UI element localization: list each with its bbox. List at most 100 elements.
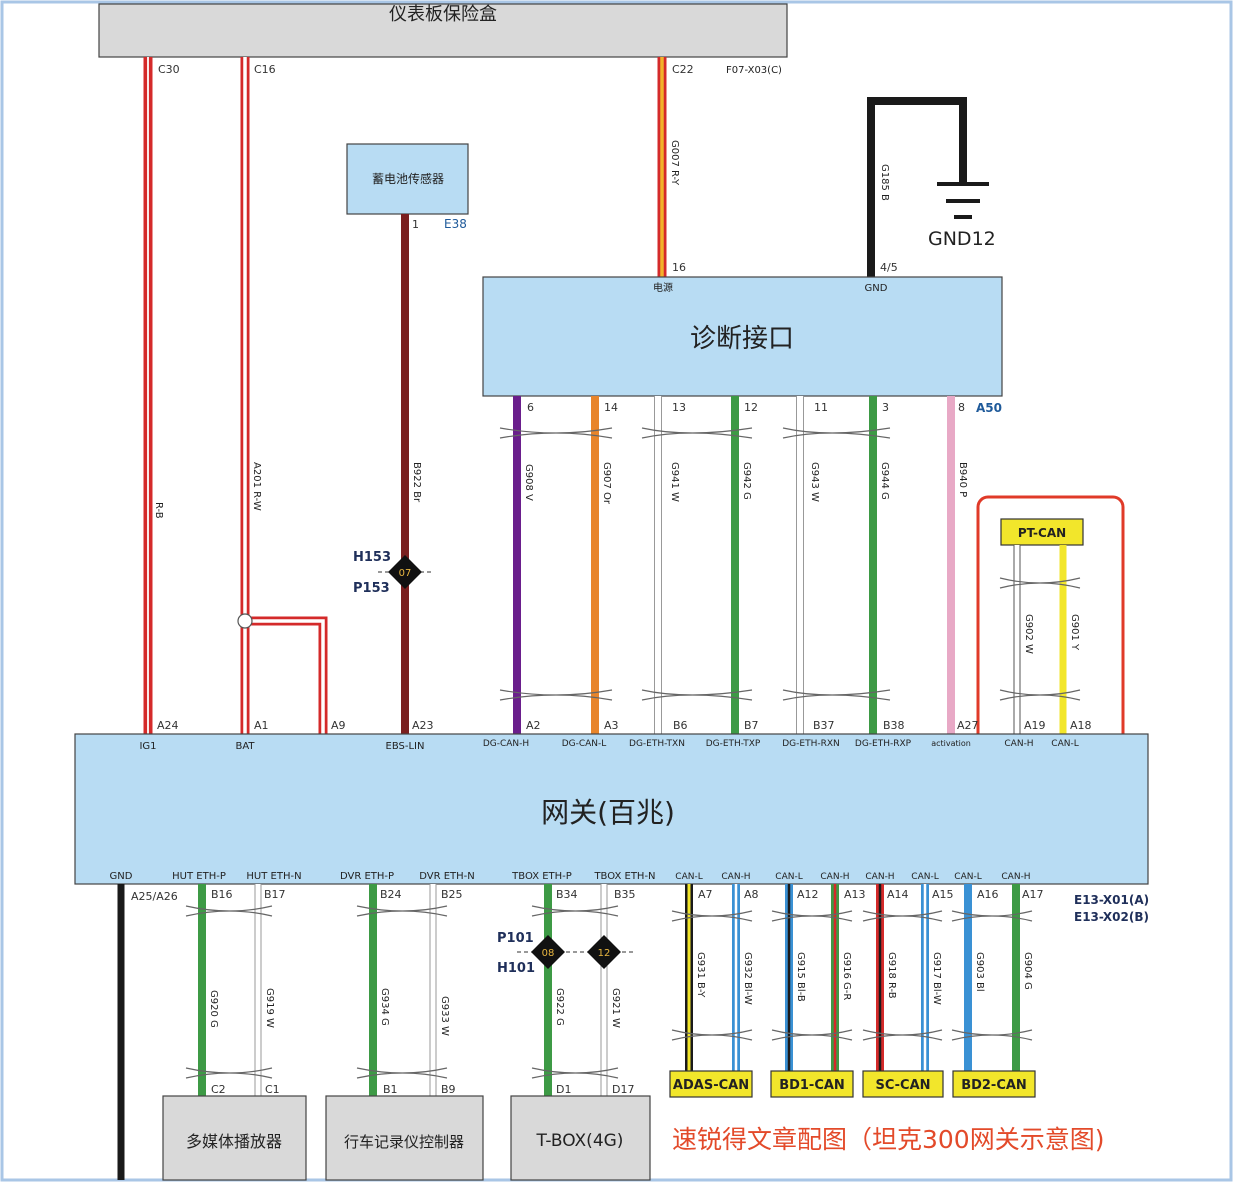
gw-label-ig1: IG1 [139,741,156,752]
wire-label-g943: G943 W [809,462,820,502]
module-dvr-box [325,1095,484,1181]
wire-label-g934: G934 G [379,988,390,1026]
module-pin-d1: D1 [556,1083,571,1096]
gw-bottom-pin-b25: B25 [441,888,463,901]
battery-sensor-box [346,143,469,215]
twist-markers-bottom [185,905,1033,1079]
splice-p153: P153 [353,581,390,596]
can-tag-bd2-label: BD2-CAN [961,1078,1027,1093]
gw-connector-b: E13-X02(B) [1074,910,1149,924]
gw-bottom-label-can-l-1: CAN-L [675,872,702,882]
splice-num-08: 08 [542,948,555,959]
wire-label-g908: G908 V [523,464,534,501]
gateway-title: 网关(百兆) [541,796,675,829]
wire-label-g942: G942 G [741,462,752,500]
splice-num-top: 07 [399,568,412,579]
wire-label-g916: G916 G-R [841,952,852,1000]
gw-pin-a23: A23 [412,719,434,732]
wire-label-g904: G904 G [1022,952,1033,990]
wire-gnd [867,97,989,278]
gw-pin-b7: B7 [744,719,759,732]
module-tbox-title: T-BOX(4G) [536,1131,624,1151]
gw-bottom-pin-b24: B24 [380,888,402,901]
gw-bottom-pin-a25: A25/A26 [131,890,178,903]
module-pin-c2: C2 [211,1083,226,1096]
wire-label-g921: G921 W [610,988,621,1028]
gw-bottom-label-tbox-eth-n: TBOX ETH-N [593,871,655,882]
wire-label-g902: G902 W [1023,614,1034,654]
splice-diamond-12 [587,935,621,969]
module-pin-d17: D17 [612,1083,634,1096]
gw-pin-b37: B37 [813,719,835,732]
diag-pin-8: 8 [958,401,965,414]
gw-bottom-label-hut-eth-p: HUT ETH-P [172,871,226,882]
gw-label-dg-eth-rxn: DG-ETH-RXN [782,739,840,749]
wire-label-c16: A201 R-W [251,462,262,511]
gw-label-dg-can-h: DG-CAN-H [483,739,529,749]
wire-label-c30: R-B [153,502,164,519]
gw-bottom-label-can-l-4: CAN-L [954,872,981,882]
wire-label-g922: G922 G [554,988,565,1026]
gw-bottom-label-dvr-eth-p: DVR ETH-P [340,871,394,882]
gw-bottom-label-dvr-eth-n: DVR ETH-N [419,871,475,882]
wire-label-c22: G007 R-Y [669,140,680,186]
splice-num-12: 12 [598,948,611,959]
pt-can-title: PT-CAN [1018,526,1066,540]
gw-bottom-label-tbox-eth-p: TBOX ETH-P [511,871,572,882]
module-pin-c1: C1 [265,1083,280,1096]
gw-bottom-pin-b17: B17 [264,888,286,901]
gnd12-label: GND12 [928,228,996,250]
wire-label-g919: G919 W [264,988,275,1028]
gw-label-can-l: CAN-L [1051,739,1078,749]
can-tag-bd1 [770,1070,854,1098]
module-hut-box [162,1095,307,1181]
gw-bottom-pin-b34: B34 [556,888,578,901]
wire-label-g941: G941 W [669,462,680,502]
diag-top-pin-45: 4/5 [880,261,898,274]
fuse-box [98,3,788,58]
gw-bottom-label-gnd: GND [110,871,133,882]
gw-bottom-pin-a17: A17 [1022,888,1044,901]
wire-label-g907: G907 Or [601,462,612,505]
bottom-wires [117,884,1020,1180]
gw-bottom-pin-a16: A16 [977,888,999,901]
module-pin-b1: B1 [383,1083,398,1096]
fuse-box-connector: F07-X03(C) [726,65,782,76]
can-tag-bd2 [952,1070,1036,1098]
pin-c16: C16 [254,63,276,76]
wire-label-g918: G918 R-B [886,952,897,999]
diag-pin-12: 12 [744,401,758,414]
splice-h101: H101 [497,961,535,976]
battery-sensor-connector: E38 [444,217,467,231]
wire-label-b940: B940 P [957,462,968,497]
gw-bottom-pin-a13: A13 [844,888,866,901]
diag-pin-11: 11 [814,401,828,414]
gw-bottom-label-can-h-3: CAN-H [865,872,894,882]
gw-pin-a9: A9 [331,719,346,732]
twist-markers-pt [999,577,1081,701]
gw-connector-a: E13-X01(A) [1074,893,1149,907]
gw-bottom-pin-a15: A15 [932,888,954,901]
gw-pin-a2: A2 [526,719,541,732]
gw-pin-a19: A19 [1024,719,1046,732]
wire-label-gnd: G185 B [879,164,890,201]
gw-label-bat: BAT [235,741,255,752]
gw-bottom-pin-a8: A8 [744,888,759,901]
module-dvr-title: 行车记录仪控制器 [344,1133,464,1151]
module-hut-title: 多媒体播放器 [186,1132,282,1151]
gw-bottom-label-can-h-1: CAN-H [721,872,750,882]
splice-diamond-top [388,555,422,589]
wire-label-g915: G915 Bl-B [795,952,806,1002]
gw-label-ebs-lin: EBS-LIN [386,741,425,752]
splice-diamond-08 [531,935,565,969]
pin-c22: C22 [672,63,694,76]
gw-bottom-pin-a7: A7 [698,888,713,901]
diag-pin-3: 3 [882,401,889,414]
diag-wires [513,396,955,734]
can-tag-sc-label: SC-CAN [875,1078,930,1093]
wire-label-g944: G944 G [879,462,890,500]
gw-pin-a18: A18 [1070,719,1092,732]
gw-bottom-pin-a12: A12 [797,888,819,901]
